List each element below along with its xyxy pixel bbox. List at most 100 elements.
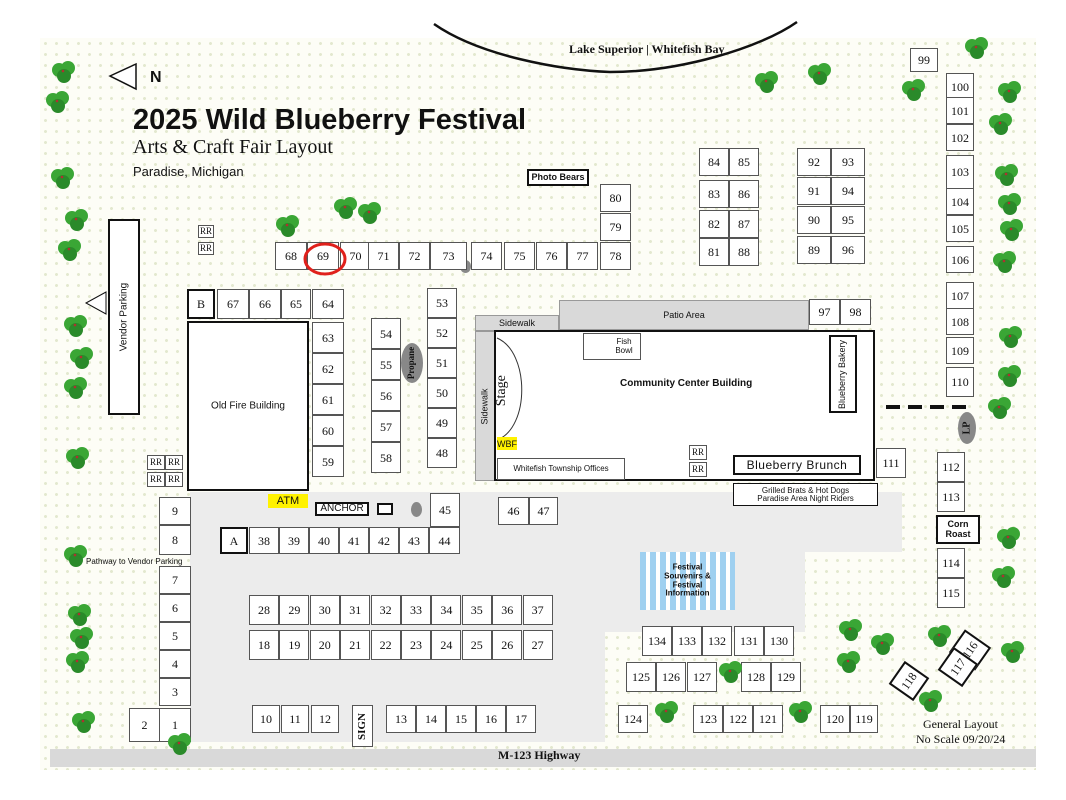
booth-2: 2 [129, 708, 160, 742]
restroom-3: RR [147, 455, 165, 470]
booth-127: 127 [687, 662, 717, 692]
tree-icon [334, 197, 357, 219]
booth-90: 90 [797, 206, 831, 234]
booth-74: 74 [471, 242, 502, 270]
booth-126: 126 [656, 662, 686, 692]
tree-icon [992, 566, 1015, 588]
booth-19: 19 [279, 630, 310, 660]
booth-108: 108 [946, 308, 974, 335]
booth-37: 37 [522, 595, 553, 625]
booth-23: 23 [401, 630, 431, 660]
wbf-label: WBF [497, 437, 517, 450]
booth-84: 84 [699, 148, 729, 176]
highway-label: M-123 Highway [498, 748, 581, 762]
corn-roast: Corn Roast [936, 515, 980, 544]
booth-99: 99 [910, 48, 938, 72]
booth-15: 15 [446, 705, 476, 733]
booth-93: 93 [831, 148, 865, 176]
tree-icon [837, 651, 860, 673]
booth-119: 119 [850, 705, 878, 733]
tree-icon [808, 63, 831, 85]
booth-39: 39 [279, 527, 309, 554]
general-layout-label: General Layout [923, 717, 998, 731]
tree-icon [276, 215, 299, 237]
booth-82: 82 [699, 210, 729, 238]
booth-60: 60 [312, 415, 344, 446]
booth-58: 58 [371, 442, 401, 473]
booth-83: 83 [699, 180, 729, 208]
booth-13: 13 [386, 705, 416, 733]
booth-9: 9 [159, 497, 191, 525]
booth-103: 103 [946, 155, 974, 189]
booth-14: 14 [416, 705, 446, 733]
booth-5: 5 [159, 622, 191, 650]
tree-icon [789, 701, 812, 723]
booth-35: 35 [461, 595, 492, 625]
booth-25: 25 [461, 630, 492, 660]
booth-3: 3 [159, 678, 191, 706]
booth-134: 134 [642, 626, 672, 656]
booth-128: 128 [741, 662, 771, 692]
booth-121: 121 [753, 705, 783, 733]
blueberry-bakery: Blueberry Bakery [829, 335, 857, 413]
tree-icon [655, 701, 678, 723]
tree-icon [755, 71, 778, 93]
no-scale-label: No Scale 09/20/24 [916, 732, 1006, 746]
booth-133: 133 [672, 626, 702, 656]
restroom-4: RR [165, 455, 183, 470]
tree-icon [70, 347, 93, 369]
booth-16: 16 [476, 705, 506, 733]
north-label: N [150, 69, 162, 86]
booth-72: 72 [399, 242, 430, 270]
booth-106: 106 [946, 246, 974, 273]
township-offices: Whitefish Township Offices [497, 458, 625, 480]
restroom-5: RR [147, 472, 165, 487]
grilled-brats: Grilled Brats & Hot Dogs Paradise Area N… [733, 483, 878, 506]
booth-47: 47 [529, 497, 558, 525]
booth-68: 68 [275, 242, 307, 270]
booth-12: 12 [311, 705, 339, 733]
booth-62: 62 [312, 353, 344, 384]
booth-80: 80 [600, 184, 631, 212]
booth-64: 64 [312, 289, 344, 319]
restroom-7: RR [689, 445, 707, 460]
tree-icon [998, 365, 1021, 387]
anchor-small-box [377, 503, 393, 515]
booth-24: 24 [431, 630, 462, 660]
booth-26: 26 [492, 630, 523, 660]
lake-label: Lake Superior | Whitefish Bay [569, 42, 725, 56]
booth-95: 95 [831, 206, 865, 234]
booth-49: 49 [427, 408, 457, 438]
booth-102: 102 [946, 124, 974, 151]
tree-icon [988, 397, 1011, 419]
pathway-label: Pathway to Vendor Parking [86, 557, 183, 566]
fish-bowl: Fish Bowl [583, 333, 641, 360]
booth-52: 52 [427, 318, 457, 348]
booth-7: 7 [159, 566, 191, 594]
souvenir-tent: Festival Souvenirs & Festival Informatio… [640, 552, 735, 610]
booth-18: 18 [249, 630, 279, 660]
booth-125: 125 [626, 662, 656, 692]
booth-85: 85 [729, 148, 759, 176]
restroom-8: RR [689, 462, 707, 477]
booth-97: 97 [809, 299, 840, 325]
tree-icon [58, 239, 81, 261]
booth-41: 41 [339, 527, 369, 554]
lp-oval: LP [958, 412, 976, 444]
booth-27: 27 [522, 630, 553, 660]
tree-icon [358, 202, 381, 224]
tree-icon [66, 447, 89, 469]
marker-oval-1 [411, 502, 422, 517]
booth-55: 55 [371, 349, 401, 380]
booth-44: 44 [429, 527, 460, 554]
booth-33: 33 [401, 595, 431, 625]
booth-b: B [187, 289, 215, 319]
booth-120: 120 [820, 705, 850, 733]
booth-124: 124 [618, 705, 648, 733]
booth-73: 73 [430, 242, 467, 270]
tree-icon [64, 377, 87, 399]
tree-icon [52, 61, 75, 83]
